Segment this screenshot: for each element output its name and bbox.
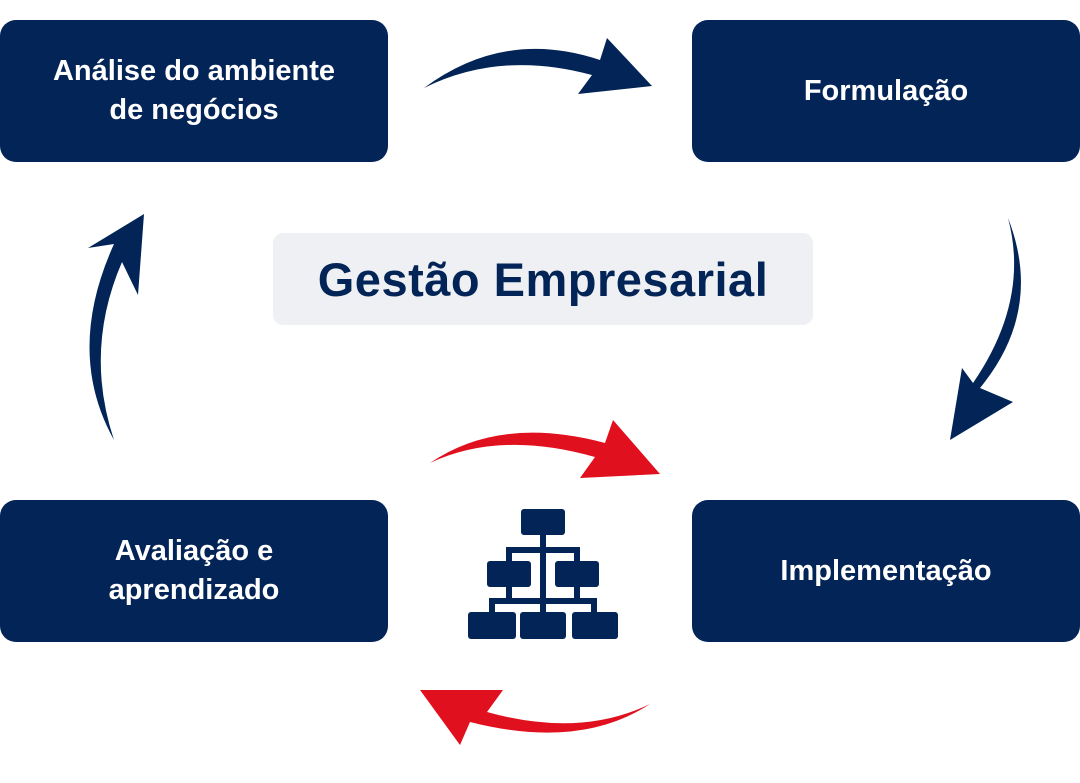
- step-box-evaluation: Avaliação e aprendizado: [0, 500, 388, 642]
- step-label-formulation: Formulação: [803, 74, 969, 107]
- arrow-red-bottom-curved-icon: [420, 690, 650, 745]
- step-label-implementation: Implementação: [780, 554, 992, 587]
- step-label-evaluation: Avaliação e aprendizado: [108, 535, 280, 606]
- arrow-left-curved-icon: [88, 214, 144, 440]
- org-chart-icon: [468, 509, 618, 639]
- diagram-title-text: Gestão Empresarial: [317, 252, 769, 306]
- arrow-top-curved-icon: [424, 38, 652, 94]
- arrow-red-top-curved-icon: [430, 420, 660, 478]
- diagram-title: Gestão Empresarial: [273, 233, 813, 325]
- arrow-right-curved-icon: [950, 218, 1021, 440]
- step-box-implementation: Implementação: [692, 500, 1080, 642]
- step-label-business-analysis: Análise do ambiente de negócios: [52, 55, 335, 126]
- step-box-business-analysis: Análise do ambiente de negócios: [0, 20, 388, 162]
- step-box-formulation: Formulação: [692, 20, 1080, 162]
